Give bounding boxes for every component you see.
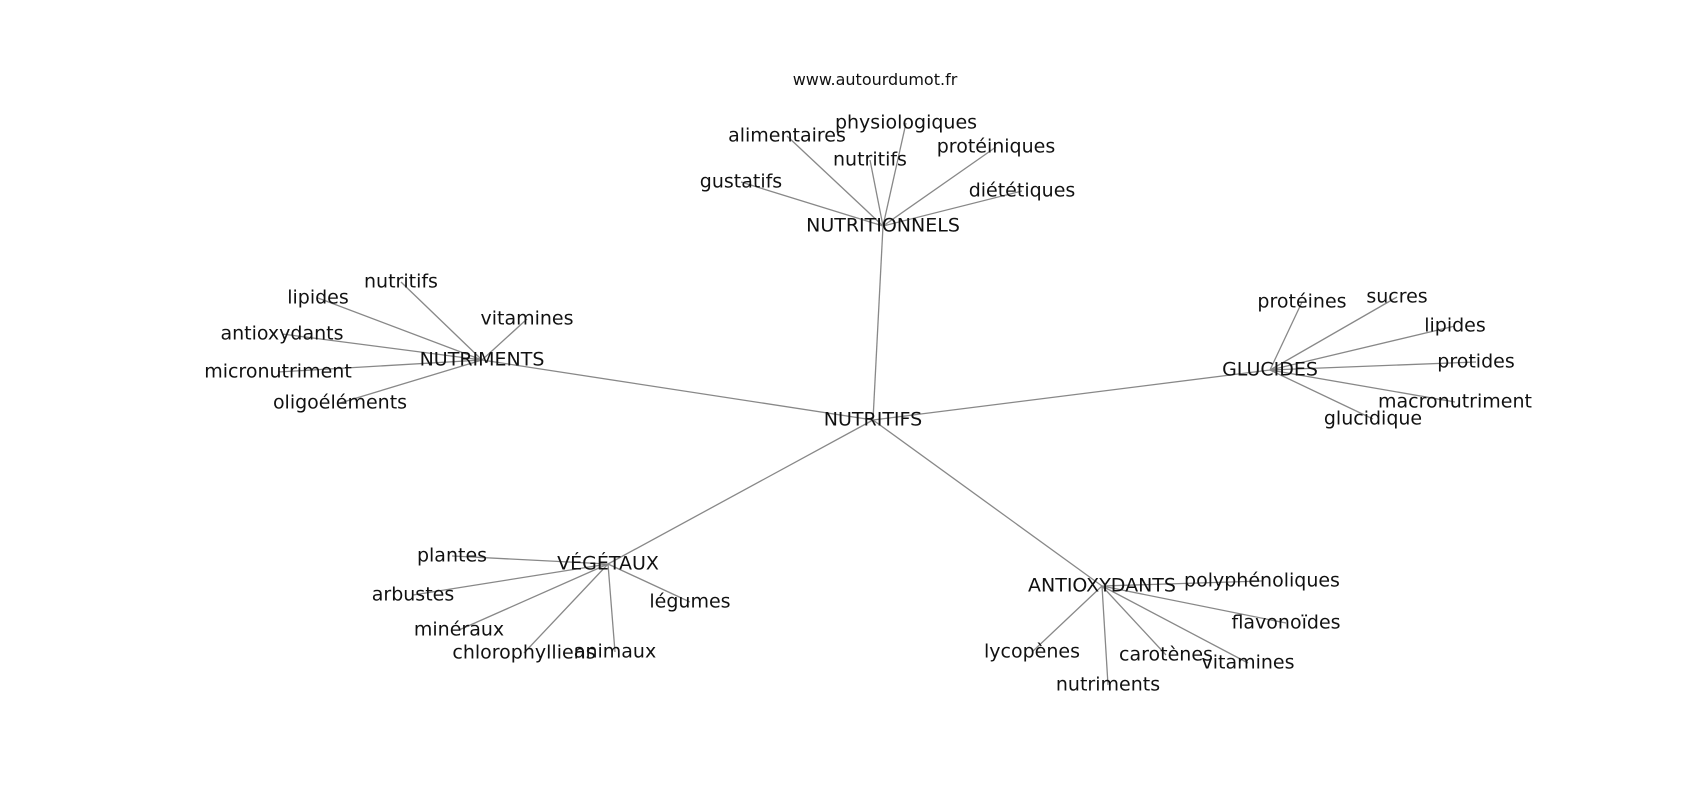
edge-nutriments-oligoelements xyxy=(339,359,483,404)
term-node-protides[interactable]: protides xyxy=(1437,351,1514,373)
edge-vegetaux-chlorophylliens xyxy=(523,563,609,654)
edge-glucides-protides xyxy=(1269,361,1477,371)
hub-node-nutritionnels[interactable]: NUTRITIONNELS xyxy=(806,215,960,237)
edge-antioxydants-carotenes xyxy=(1101,585,1167,656)
edge-antioxydants-polyphenoliques xyxy=(1101,580,1263,587)
edge-nutriments-antioxydants xyxy=(281,333,483,361)
term-node-gustatifs[interactable]: gustatifs xyxy=(700,171,782,193)
edge-nutritionnels-physiologiques xyxy=(882,122,907,227)
edge-center-nutritionnels xyxy=(872,225,884,421)
term-node-arbustes[interactable]: arbustes xyxy=(372,584,455,606)
term-node-proteiniques[interactable]: protéiniques xyxy=(937,136,1056,158)
edge-glucides-proteines xyxy=(1269,301,1303,371)
edge-antioxydants-flavonoides xyxy=(1101,585,1287,624)
term-node-carotenes[interactable]: carotènes xyxy=(1119,644,1213,666)
term-node-lipides[interactable]: lipides xyxy=(1424,315,1486,337)
hub-node-vegetaux[interactable]: VÉGÉTAUX xyxy=(557,552,659,575)
edge-nutritionnels-alimentaires xyxy=(786,135,884,227)
hub-node-nutriments[interactable]: NUTRIMENTS xyxy=(420,349,545,371)
term-node-flavonoides[interactable]: flavonoïdes xyxy=(1231,612,1340,634)
edge-glucides-lipides xyxy=(1269,325,1456,371)
term-node-oligoelements[interactable]: oligoéléments xyxy=(273,392,407,414)
edge-vegetaux-arbustes xyxy=(412,563,609,596)
edge-antioxydants-lycopenes xyxy=(1031,585,1103,653)
term-node-lipides[interactable]: lipides xyxy=(287,287,349,309)
edge-glucides-sucres xyxy=(1269,296,1398,371)
term-node-legumes[interactable]: légumes xyxy=(649,591,730,613)
term-node-nutritifs[interactable]: nutritifs xyxy=(364,271,438,293)
edge-vegetaux-animaux xyxy=(607,563,616,653)
edge-nutriments-micronutriment xyxy=(277,359,483,373)
edge-glucides-macronutriment xyxy=(1269,369,1456,403)
edge-antioxydants-nutriments xyxy=(1101,585,1109,686)
term-node-nutritifs[interactable]: nutritifs xyxy=(833,149,907,171)
term-node-alimentaires[interactable]: alimentaires xyxy=(728,125,846,147)
edge-nutriments-lipides xyxy=(317,297,483,361)
edge-center-antioxydants xyxy=(872,419,1103,587)
term-node-polyphenoliques[interactable]: polyphénoliques xyxy=(1184,570,1340,592)
edge-center-vegetaux xyxy=(607,419,874,565)
edge-vegetaux-mineraux xyxy=(458,563,609,631)
term-node-vitamines[interactable]: vitamines xyxy=(480,308,573,330)
term-node-vitamines[interactable]: vitamines xyxy=(1201,652,1294,674)
hub-node-antioxydants[interactable]: ANTIOXYDANTS xyxy=(1028,575,1176,597)
term-node-macronutriment[interactable]: macronutriment xyxy=(1378,391,1532,413)
edge-nutritionnels-nutritifs xyxy=(869,159,884,227)
label-layer: NUTRITIFS NUTRITIONNELS alimentairesphysio… xyxy=(204,112,1532,696)
term-node-mineraux[interactable]: minéraux xyxy=(414,619,504,641)
edge-nutritionnels-gustatifs xyxy=(740,181,884,227)
edge-center-nutriments xyxy=(481,359,874,421)
term-node-micronutriment[interactable]: micronutriment xyxy=(204,361,352,383)
term-node-glucidique[interactable]: glucidique xyxy=(1324,408,1422,430)
source-watermark: www.autourdumot.fr xyxy=(792,70,958,89)
edge-nutriments-nutritifs xyxy=(400,281,483,361)
edge-layer xyxy=(277,122,1477,686)
term-node-nutriments[interactable]: nutriments xyxy=(1056,674,1160,696)
edge-antioxydants-vitamines xyxy=(1101,585,1249,664)
hub-node-glucides[interactable]: GLUCIDES xyxy=(1222,359,1318,381)
term-node-chlorophylliens[interactable]: chlorophylliens xyxy=(452,642,595,664)
term-node-physiologiques[interactable]: physiologiques xyxy=(835,112,977,134)
edge-nutritionnels-dietetiques xyxy=(882,190,1023,227)
edge-glucides-glucidique xyxy=(1269,369,1374,420)
edge-vegetaux-plantes xyxy=(451,555,609,565)
edge-center-glucides xyxy=(872,369,1271,421)
term-node-proteines[interactable]: protéines xyxy=(1257,291,1346,313)
center-node-label[interactable]: NUTRITIFS xyxy=(824,409,922,431)
edge-vegetaux-legumes xyxy=(607,563,691,603)
term-node-antioxydants[interactable]: antioxydants xyxy=(220,323,343,345)
edge-nutriments-vitamines xyxy=(481,318,528,361)
edge-nutritionnels-proteiniques xyxy=(882,146,997,227)
term-node-dietetiques[interactable]: diététiques xyxy=(969,180,1076,202)
term-node-lycopenes[interactable]: lycopènes xyxy=(984,641,1080,663)
term-node-sucres[interactable]: sucres xyxy=(1366,286,1427,308)
term-node-animaux[interactable]: animaux xyxy=(574,641,656,663)
term-node-plantes[interactable]: plantes xyxy=(417,545,487,567)
